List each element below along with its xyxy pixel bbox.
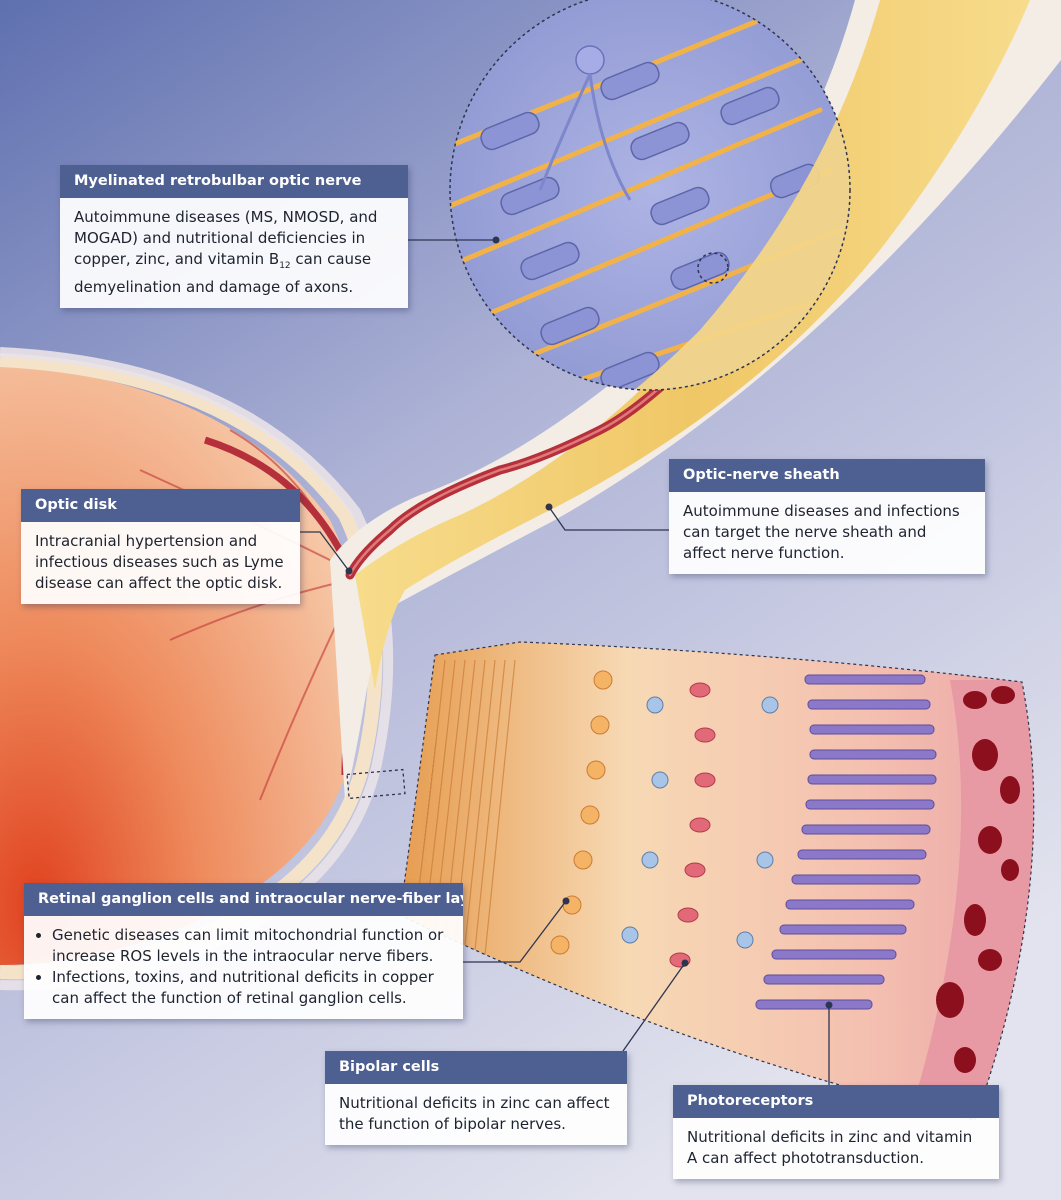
choroid-blood-cells xyxy=(936,686,1020,1073)
retina-cross-section xyxy=(400,642,1034,1120)
photoreceptor-rods xyxy=(755,674,937,1010)
callout-optic-disk: Optic disk Intracranial hypertension and… xyxy=(21,489,300,604)
magnification-circle-outline xyxy=(449,0,851,391)
retina-section-outline xyxy=(399,641,1035,1121)
retina-source-box xyxy=(346,768,406,800)
callout-bipolar-cells: Bipolar cells Nutritional deficits in zi… xyxy=(325,1051,627,1145)
bipolar-cells xyxy=(669,682,716,968)
callout-photoreceptors: Photoreceptors Nutritional deficits in z… xyxy=(673,1085,999,1179)
callout-text: Autoimmune diseases and infections can t… xyxy=(683,502,960,562)
callout-text: Intracranial hypertension and infectious… xyxy=(35,532,284,592)
callout-title: Optic disk xyxy=(21,489,300,522)
callout-title: Optic-nerve sheath xyxy=(669,459,985,492)
ganglion-cell-bodies xyxy=(550,670,613,955)
magnification-source-circle xyxy=(697,252,729,284)
callout-title: Retinal ganglion cells and intraocular n… xyxy=(24,883,463,916)
callout-title: Bipolar cells xyxy=(325,1051,627,1084)
callout-bullet-list: Genetic diseases can limit mitochondrial… xyxy=(38,925,449,1009)
callout-bullet: Genetic diseases can limit mitochondrial… xyxy=(52,925,449,967)
leader-lines xyxy=(300,239,830,1085)
callout-title: Photoreceptors xyxy=(673,1085,999,1118)
leader-dots xyxy=(345,236,833,1009)
callout-optic-nerve-sheath: Optic-nerve sheath Autoimmune diseases a… xyxy=(669,459,985,574)
callout-myelinated-optic-nerve: Myelinated retrobulbar optic nerve Autoi… xyxy=(60,165,408,308)
callout-title: Myelinated retrobulbar optic nerve xyxy=(60,165,408,198)
callout-retinal-ganglion-cells: Retinal ganglion cells and intraocular n… xyxy=(24,883,463,1019)
callout-bullet: Infections, toxins, and nutritional defi… xyxy=(52,967,449,1009)
callout-text: Autoimmune diseases (MS, NMOSD, and MOGA… xyxy=(74,208,378,296)
myelin-magnification xyxy=(450,0,850,390)
callout-text: Nutritional deficits in zinc can affect … xyxy=(339,1094,610,1133)
callout-text: Genetic diseases can limit mitochondrial… xyxy=(24,916,463,1019)
callout-text: Nutritional deficits in zinc and vitamin… xyxy=(687,1128,973,1167)
